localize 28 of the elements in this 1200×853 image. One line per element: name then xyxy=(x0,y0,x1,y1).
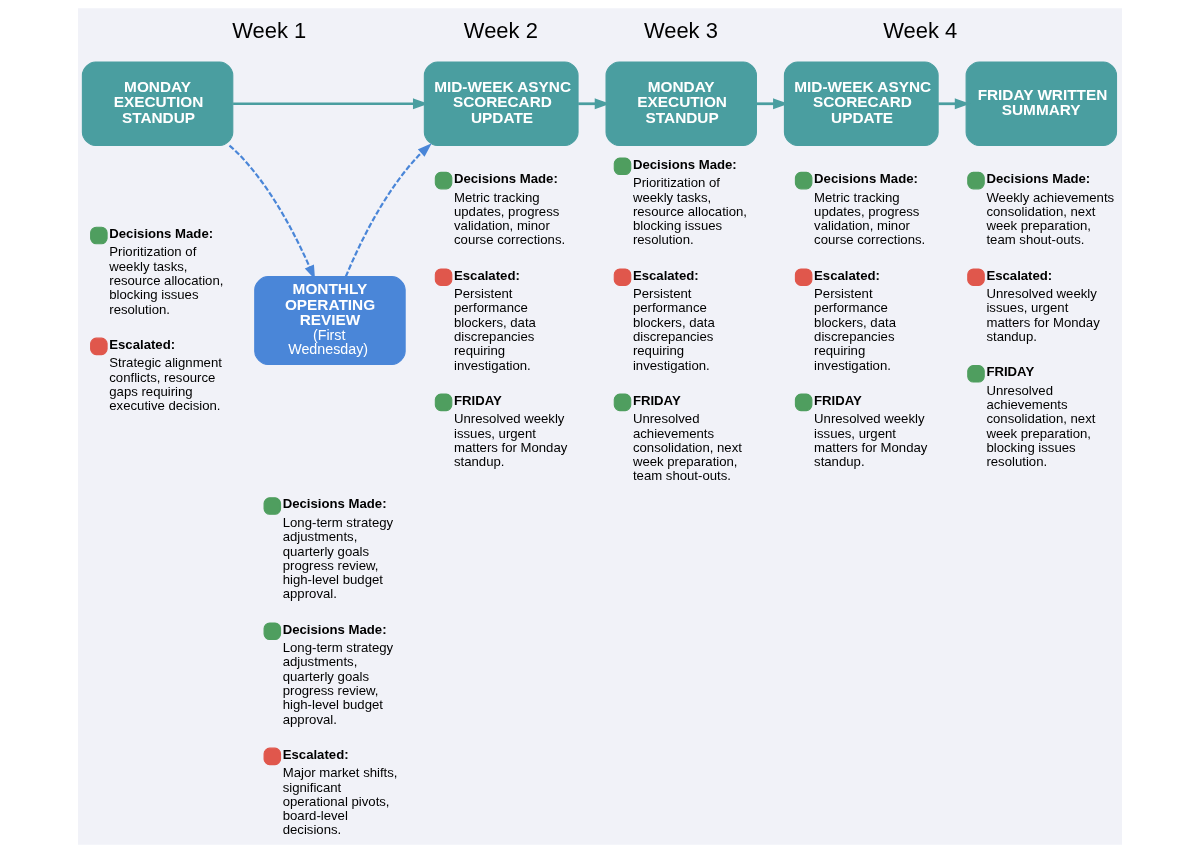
node-box: MID-WEEK ASYNC SCORECARD UPDATE xyxy=(783,61,939,146)
label: Week 3 xyxy=(643,17,718,43)
node-label: FRIDAY Unresolved weekly issues, urgent matters for Monday standup. xyxy=(814,392,928,470)
node-label: Decisions Made: Prioritization of weekly tasks, resource allocation, blocking issues resolution. xyxy=(632,156,748,248)
node-label: Decisions Made: Metric tracking updates, progress validation, minor course corrections. xyxy=(453,170,566,248)
label: Week 2 xyxy=(463,17,538,43)
node-label: Decisions Made: Long-term strategy adjustments, quarterly goals progress review, high-level budget approval. xyxy=(282,496,394,602)
node-label: FRIDAY Unresolved weekly issues, urgent matters for Monday standup. xyxy=(453,392,568,470)
node-label: Escalated: Persistent performance blockers, data discrepancies requiring investigation. xyxy=(453,267,536,373)
node-box: MONTHLY OPERATING REVIEW (First Wednesday) xyxy=(254,276,406,366)
node-label: FRIDAY Unresolved achievements consolidation, next week preparation, team shout-outs. xyxy=(632,392,742,484)
node-label: Decisions Made: Long-term strategy adjustments, quarterly goals progress review, high-level budget approval. xyxy=(282,621,394,727)
node-box: MID-WEEK ASYNC SCORECARD UPDATE xyxy=(423,61,579,146)
label: Week 4 xyxy=(883,17,958,43)
node-label: Decisions Made: Metric tracking updates, progress validation, minor course corrections. xyxy=(814,170,926,248)
node-label: Decisions Made: Weekly achievements consolidation, next week preparation, team shout-outs. xyxy=(986,170,1115,248)
node-label: Escalated: Unresolved weekly issues, urgent matters for Monday standup. xyxy=(986,267,1100,344)
node-label: Decisions Made: Prioritization of weekly tasks, resource allocation, blocking issues resolution. xyxy=(109,225,224,317)
node-label: Escalated: Persistent performance blockers, data discrepancies requiring investigation. xyxy=(632,267,715,373)
node-box: MONDAY EXECUTION STANDUP xyxy=(605,61,757,146)
node-label: Escalated: Major market shifts, significant operational pivots, board-level decisions. xyxy=(282,746,398,838)
node-label: Escalated: Persistent performance blockers, data discrepancies requiring investigation. xyxy=(814,267,896,373)
label: Week 1 xyxy=(232,17,307,43)
node-label: Escalated: Strategic alignment conflicts, resource gaps requiring executive decision. xyxy=(109,336,222,414)
node-label: FRIDAY Unresolved achievements consolidation, next week preparation, blocking issues resolution. xyxy=(986,364,1096,470)
node-box: FRIDAY WRITTEN SUMMARY xyxy=(965,61,1118,146)
node-box: MONDAY EXECUTION STANDUP xyxy=(81,61,234,146)
arrow xyxy=(344,143,432,277)
